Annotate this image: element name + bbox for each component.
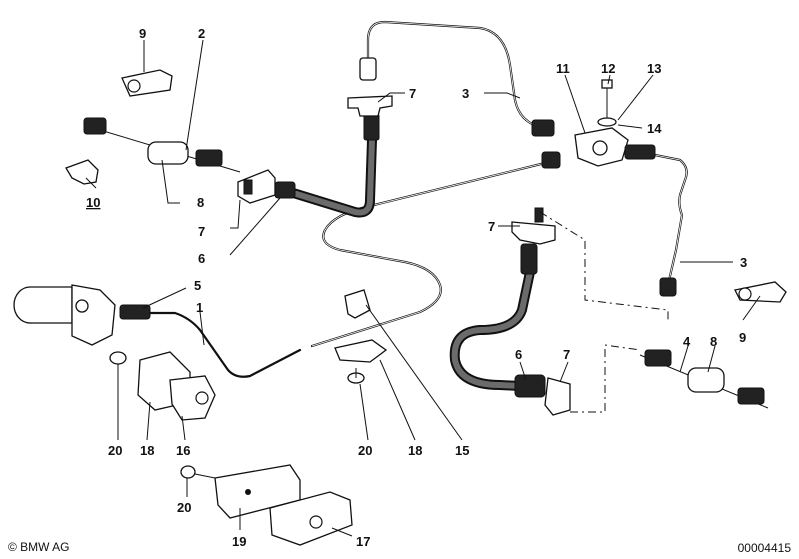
- callout-7: 7: [488, 219, 495, 234]
- callout-16: 16: [176, 443, 190, 458]
- callout-19: 19: [232, 534, 246, 549]
- callout-1: 1: [196, 300, 203, 315]
- callout-20: 20: [177, 500, 191, 515]
- callout-15: 15: [455, 443, 469, 458]
- brake-hose-6-lower: [449, 243, 546, 398]
- brake-pipe-3-right: [653, 153, 688, 287]
- clip-10: [65, 159, 99, 185]
- master-cylinder: [13, 284, 151, 346]
- callout-20: 20: [108, 443, 122, 458]
- screw-20-bottom: [180, 465, 216, 479]
- leader-lines: [85, 39, 761, 537]
- connector-2-8-left: [83, 117, 241, 173]
- callout-9: 9: [739, 330, 746, 345]
- t-piece-11: [531, 119, 656, 169]
- bracket-16-18-left: [137, 351, 216, 421]
- callout-4: 4: [683, 334, 691, 349]
- holder-7-lower: [544, 377, 571, 416]
- callout-3: 3: [462, 86, 469, 101]
- holder-7-upper: [347, 95, 393, 117]
- callout-6: 6: [198, 251, 205, 266]
- fitting-3-right-end: [659, 277, 677, 297]
- clamp-15: [344, 289, 371, 319]
- brake-pipe-1: [148, 161, 547, 378]
- bolt-12: [601, 79, 613, 118]
- connector-4-8-right: [639, 349, 769, 409]
- callout-3: 3: [740, 255, 747, 270]
- callout-17: 17: [356, 534, 370, 549]
- holder-7-left: [237, 169, 276, 204]
- callout-7: 7: [409, 86, 416, 101]
- bleeder-9-left: [121, 69, 173, 97]
- callout-10: 10: [86, 195, 100, 210]
- callout-18: 18: [408, 443, 422, 458]
- callout-5: 5: [194, 278, 201, 293]
- washer-13: [597, 117, 617, 127]
- screw-20-middle: [347, 368, 365, 384]
- bracket-18-middle: [334, 339, 388, 363]
- bracket-17: [269, 491, 353, 546]
- brake-pipe-3-upper: [366, 20, 547, 130]
- bleeder-9-right: [734, 281, 787, 303]
- assembly-line: [539, 211, 669, 413]
- document-number: 00004415: [737, 541, 791, 555]
- brake-hose-6-upper: [274, 57, 380, 218]
- callout-2: 2: [198, 26, 205, 41]
- callout-7: 7: [563, 347, 570, 362]
- copyright-text: © BMW AG: [8, 540, 70, 554]
- callout-9: 9: [139, 26, 146, 41]
- callout-8: 8: [197, 195, 204, 210]
- callout-11: 11: [556, 61, 570, 76]
- screw-20-left: [109, 351, 127, 380]
- callout-20: 20: [358, 443, 372, 458]
- callout-13: 13: [647, 61, 661, 76]
- callout-8: 8: [710, 334, 717, 349]
- callout-14: 14: [647, 121, 662, 136]
- holder-7-right: [511, 207, 556, 245]
- callout-12: 12: [601, 61, 615, 76]
- callouts: 9 2 7 3 11 12 13 14 8 10 7 6 7 3 5 1 9 4…: [86, 26, 747, 549]
- callout-7: 7: [198, 224, 205, 239]
- callout-18: 18: [140, 443, 154, 458]
- callout-6: 6: [515, 347, 522, 362]
